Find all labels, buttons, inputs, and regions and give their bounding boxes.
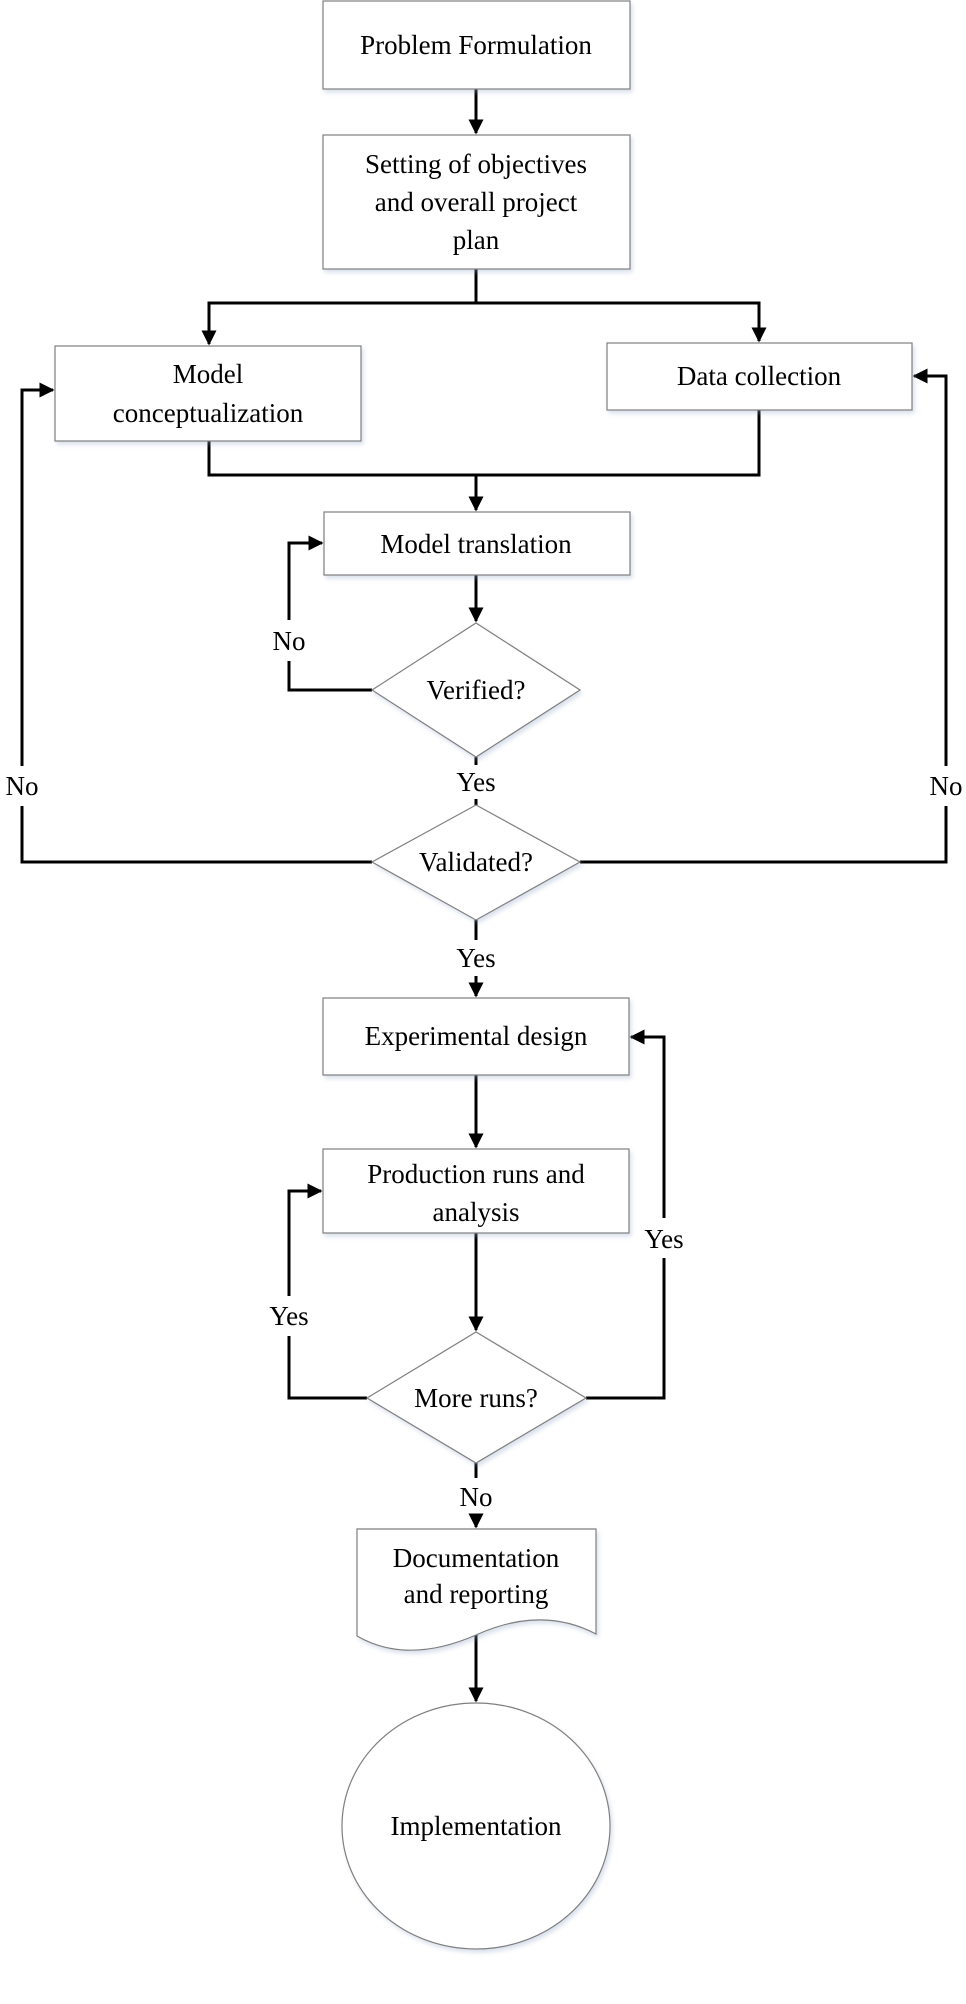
node-validated-decision[interactable]: Validated? <box>370 804 582 921</box>
edge-validated-no-right <box>580 806 948 864</box>
edge-more-runs-yes-left-upper <box>287 1183 323 1296</box>
node-label: conceptualization <box>113 398 304 428</box>
node-label: analysis <box>433 1197 520 1227</box>
node-label: Production runs and <box>367 1159 585 1189</box>
edge-setting-to-conceptualization <box>201 301 476 346</box>
node-label: Setting of objectives <box>365 149 587 179</box>
label-more-runs-yes-right: Yes <box>644 1224 683 1254</box>
edge-data-collection-merge <box>476 410 761 477</box>
node-model-conceptualization[interactable]: Model conceptualization <box>54 345 362 442</box>
node-label: Implementation <box>391 1811 562 1841</box>
node-verified-decision[interactable]: Verified? <box>370 622 582 758</box>
nodes: Problem Formulation Setting of objective… <box>54 0 913 1950</box>
label-validated-no-left: No <box>6 771 39 801</box>
edge-labels: No Yes No No Yes Yes Yes No <box>6 626 963 1512</box>
edge-validated-no-left <box>20 806 372 864</box>
node-label: Experimental design <box>365 1021 588 1051</box>
node-label: plan <box>453 225 500 255</box>
node-label: Data collection <box>677 361 842 391</box>
node-label: Model translation <box>380 529 572 559</box>
label-more-runs-yes-left: Yes <box>269 1301 308 1331</box>
edge-more-runs-yes-right-upper <box>629 1029 666 1218</box>
edge-verified-no-loop-upper <box>287 535 324 620</box>
node-problem-formulation[interactable]: Problem Formulation <box>322 0 631 90</box>
node-label: More runs? <box>414 1383 538 1413</box>
label-validated-no-right: No <box>930 771 963 801</box>
edge-validated-no-right-upper <box>912 368 948 766</box>
node-label: Verified? <box>427 675 526 705</box>
label-validated-yes: Yes <box>456 943 495 973</box>
node-model-translation[interactable]: Model translation <box>323 511 631 576</box>
node-documentation[interactable]: Documentation and reporting <box>356 1528 597 1651</box>
node-label: and reporting <box>404 1579 549 1609</box>
node-more-runs-decision[interactable]: More runs? <box>365 1331 588 1464</box>
node-label: Documentation <box>393 1543 560 1573</box>
edge-validated-no-left-upper <box>20 382 55 766</box>
node-experimental-design[interactable]: Experimental design <box>322 997 630 1076</box>
node-setting-objectives[interactable]: Setting of objectives and overall projec… <box>322 134 631 270</box>
node-data-collection[interactable]: Data collection <box>606 342 913 411</box>
label-verified-yes: Yes <box>456 767 495 797</box>
node-implementation[interactable]: Implementation <box>341 1702 611 1950</box>
node-label: Model <box>173 359 244 389</box>
node-label: Problem Formulation <box>360 30 592 60</box>
edge-setting-to-data-collection <box>476 301 767 343</box>
edge-verified-no-loop <box>287 661 372 692</box>
label-more-runs-no: No <box>460 1482 493 1512</box>
node-production-runs[interactable]: Production runs and analysis <box>322 1148 630 1234</box>
edge-more-runs-yes-right <box>586 1258 666 1400</box>
edge-conceptualization-merge <box>207 441 476 477</box>
node-label: Validated? <box>419 847 533 877</box>
node-label: and overall project <box>375 187 578 217</box>
label-verified-no: No <box>273 626 306 656</box>
edges <box>20 89 948 1703</box>
edge-more-runs-yes-left <box>287 1336 367 1400</box>
